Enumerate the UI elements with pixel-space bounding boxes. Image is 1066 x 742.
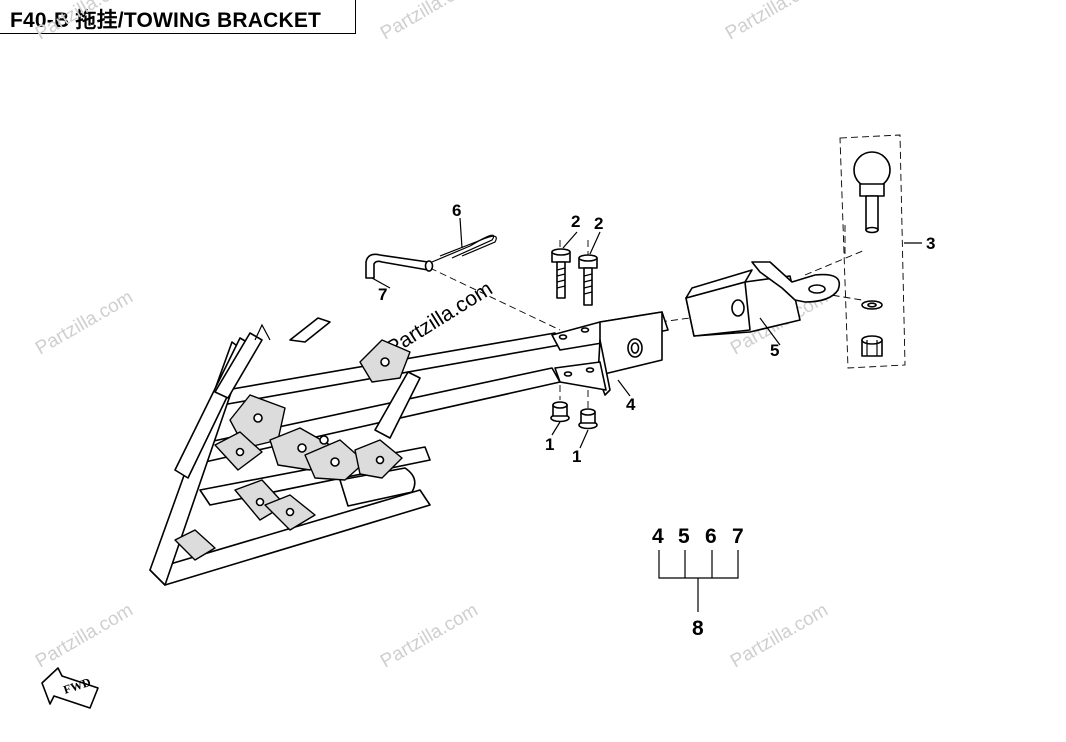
flange-nut-left [550,401,570,423]
hitch-pin-clip [431,234,497,263]
watermark: Partzilla.com [377,600,482,673]
watermark: Partzilla.com [722,0,827,44]
hitch-pin [365,253,434,279]
watermark: Partzilla.com [32,287,137,360]
receiver-bracket [551,311,669,396]
kit-member-label: 4 [652,525,664,548]
callout-7: 7 [378,285,387,304]
kit-member-label: 5 [678,525,690,548]
fwd-arrow: FWD [41,667,99,709]
watermark: Partzilla.com [727,600,832,673]
callout-labels: 6 7 2 2 3 5 4 1 1 [378,201,935,466]
callout-5: 5 [770,341,779,360]
watermark: Partzilla.com [32,600,137,673]
title-box: F40-B 拖挂/TOWING BRACKET [0,0,356,34]
callout-3: 3 [926,234,935,253]
callout-6: 6 [452,201,461,220]
watermark: Partzilla.com [377,0,482,44]
leader-lines [371,217,922,449]
bolt-right [578,254,598,306]
kit-member-label: 7 [732,525,744,548]
callout-2: 2 [571,212,580,231]
ball-mount [685,261,840,337]
kit-label-8: 8 [692,617,704,640]
page-title: F40-B 拖挂/TOWING BRACKET [10,9,322,32]
bolt-left [551,248,571,299]
callout-2: 2 [594,214,603,233]
watermark: Partzilla.com [32,0,137,44]
kit-bracket: 4 5 6 7 8 [652,525,744,640]
kit-member-label: 6 [705,525,717,548]
callout-1: 1 [572,447,581,466]
callout-4: 4 [626,395,636,414]
callout-1: 1 [545,435,554,454]
hitch-ball-assembly [839,134,906,369]
flange-nut-right [578,408,598,430]
vehicle-frame [149,317,561,586]
